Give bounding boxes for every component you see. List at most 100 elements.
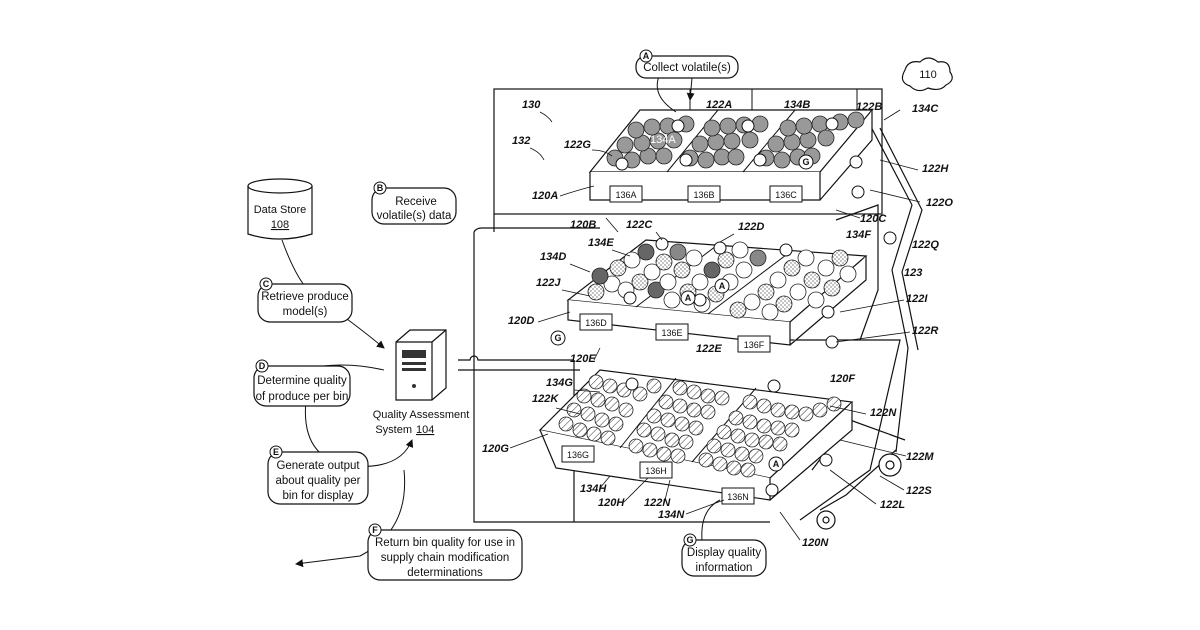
step-c-letter: C: [263, 279, 270, 289]
step-g-letter: G: [686, 535, 693, 545]
step-e-callout: E Generate output about quality per bin …: [268, 446, 368, 504]
step-d-line2: of produce per bin: [256, 391, 349, 403]
step-c-line1: Retrieve produce: [261, 291, 349, 303]
bin-label-text: 136A: [615, 190, 636, 200]
ref-122a: 122A: [706, 99, 732, 111]
step-b-callout: B Receive volatile(s) data: [372, 182, 456, 224]
step-f-line3: determinations: [407, 567, 483, 579]
step-badge: A: [681, 291, 695, 305]
data-store: Data Store 108: [248, 179, 312, 239]
bin-label: 136N: [722, 488, 754, 504]
ref-122n-bottom: 122N: [644, 497, 671, 509]
ref-122n-right: 122N: [870, 407, 897, 419]
ref-134h: 134H: [580, 483, 607, 495]
ref-122c: 122C: [626, 219, 653, 231]
bin-label: 136A: [610, 186, 642, 202]
bin-label: 136B: [688, 186, 720, 202]
bin-label-text: 136H: [645, 466, 667, 476]
step-badge-letter: A: [719, 281, 726, 291]
ref-134b: 134B: [784, 99, 810, 111]
ref-122h: 122H: [922, 163, 949, 175]
step-badge-letter: A: [685, 293, 692, 303]
ref-120e: 120E: [570, 353, 596, 365]
data-store-label: Data Store: [254, 204, 307, 216]
step-f-letter: F: [372, 525, 378, 535]
step-f-line2: supply chain modification: [381, 552, 510, 564]
step-d-callout: D Determine quality of produce per bin: [254, 360, 350, 406]
ref-134c: 134C: [912, 103, 939, 115]
ref-120a: 120A: [532, 190, 558, 202]
bin-label: 136H: [640, 462, 672, 478]
ref-134f: 134F: [846, 229, 871, 241]
qas-label-line2: System: [375, 424, 412, 436]
ref-134a: 134A: [650, 134, 676, 146]
bin-label: 136G: [562, 446, 594, 462]
ref-122d: 122D: [738, 221, 764, 233]
step-badge: A: [715, 279, 729, 293]
step-c-line2: model(s): [283, 306, 328, 318]
step-a-letter: A: [643, 51, 650, 61]
qas-ref: 104: [416, 424, 434, 436]
bin-label-text: 136N: [727, 492, 749, 502]
step-g-line2: information: [696, 562, 753, 574]
ref-122e: 122E: [696, 343, 722, 355]
step-a-line1: Collect volatile(s): [643, 62, 731, 74]
shelf-bottom: [540, 370, 852, 500]
ref-122s: 122S: [906, 485, 932, 497]
ref-122j: 122J: [536, 277, 561, 289]
ref-122b: 122B: [856, 101, 882, 113]
ref-134e: 134E: [588, 237, 614, 249]
data-store-ref: 108: [271, 219, 289, 231]
ref-132: 132: [512, 135, 530, 147]
ref-134g: 134G: [546, 377, 573, 389]
ref-122m: 122M: [906, 451, 934, 463]
ref-134n: 134N: [658, 509, 685, 521]
ref-120f: 120F: [830, 373, 855, 385]
ref-122o: 122O: [926, 197, 953, 209]
ref-120b: 120B: [570, 219, 596, 231]
step-b-line1: Receive: [395, 196, 437, 208]
bin-label-text: 136F: [744, 340, 765, 350]
ref-120g: 120G: [482, 443, 509, 455]
step-f-callout: F Return bin quality for use in supply c…: [368, 524, 522, 580]
ref-120d: 120D: [508, 315, 534, 327]
qas-label-line1: Quality Assessment: [373, 409, 470, 421]
step-badge: A: [769, 457, 783, 471]
network-wiring: [458, 356, 580, 370]
ref-120c: 120C: [860, 213, 887, 225]
step-d-line1: Determine quality: [257, 375, 347, 387]
step-b-letter: B: [377, 183, 384, 193]
bin-label-text: 136G: [567, 450, 589, 460]
ref-134d: 134D: [540, 251, 566, 263]
ref-122k: 122K: [532, 393, 559, 405]
step-badge: G: [799, 155, 813, 169]
network-cloud: 110: [902, 58, 952, 91]
step-f-line1: Return bin quality for use in: [375, 537, 515, 549]
ref-122l: 122L: [880, 499, 905, 511]
ref-123: 123: [904, 267, 922, 279]
step-e-line1: Generate output: [276, 460, 360, 472]
ref-122q: 122Q: [912, 239, 939, 251]
bin-label-text: 136E: [661, 328, 682, 338]
ref-122g: 122G: [564, 139, 591, 151]
bin-label: 136E: [656, 324, 688, 340]
ref-122i: 122I: [906, 293, 928, 305]
step-a-callout: A Collect volatile(s): [636, 50, 738, 78]
bin-label: 136F: [738, 336, 770, 352]
step-badge: G: [551, 331, 565, 345]
step-g-callout: G Display quality information: [682, 534, 766, 576]
ref-122r: 122R: [912, 325, 938, 337]
step-e-letter: E: [273, 447, 279, 457]
step-g-line1: Display quality: [687, 547, 761, 559]
bin-label: 136D: [580, 314, 612, 330]
step-d-letter: D: [259, 361, 266, 371]
step-e-line3: bin for display: [283, 490, 354, 502]
step-badge-letter: G: [802, 157, 809, 167]
bin-label-text: 136C: [775, 190, 797, 200]
ref-120n: 120N: [802, 537, 829, 549]
step-e-line2: about quality per: [275, 475, 360, 487]
step-b-line2: volatile(s) data: [377, 210, 452, 222]
bin-label: 136C: [770, 186, 802, 202]
